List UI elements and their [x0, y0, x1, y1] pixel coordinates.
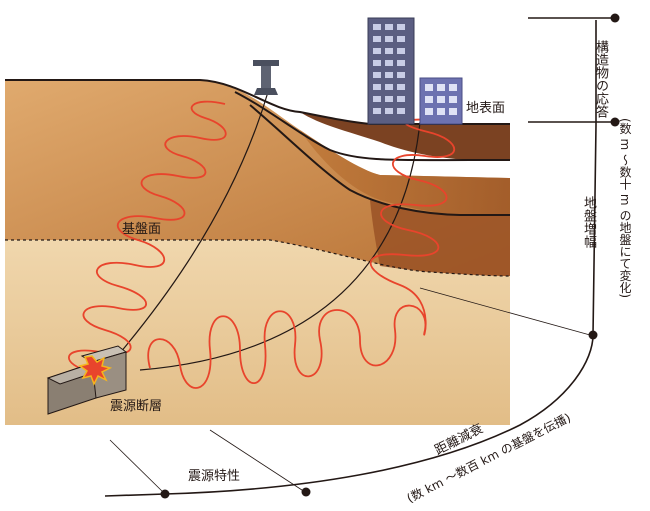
- node-dot: [301, 487, 311, 497]
- node-dot: [610, 13, 620, 23]
- middle-soil-layer: [300, 130, 510, 215]
- deep-soil-layer: [370, 200, 510, 276]
- building-icon: [367, 17, 415, 125]
- ray-path-building: [139, 121, 421, 371]
- node-dot: [610, 117, 620, 127]
- source-leader-2: [209, 429, 306, 493]
- ground-surface-label: 地表面: [466, 101, 506, 116]
- rupture-burst-icon: [78, 355, 113, 386]
- bedrock-leader: [419, 287, 591, 336]
- bedrock-layer: [5, 240, 510, 425]
- seismic-wave-right: [147, 118, 456, 389]
- structure-response-label: 構造物の応答: [593, 40, 608, 118]
- site-amplification-note: (数 m 〜数十 m の地盤にて変化): [618, 118, 632, 298]
- building-icon: [419, 77, 463, 125]
- ground-surface-line: [5, 79, 510, 125]
- source-characteristics-label: 震源特性: [188, 469, 241, 484]
- bedrock-surface-line: [5, 239, 511, 277]
- node-dot: [160, 489, 170, 499]
- bridge-pier-icon: [253, 60, 279, 95]
- source-fault-label: 震源断層: [110, 399, 163, 414]
- layer-boundary-1: [234, 91, 510, 162]
- node-dot: [588, 330, 598, 340]
- bedrock-surface-label: 基盤面: [122, 222, 162, 237]
- layer-boundary-2: [249, 104, 510, 216]
- seismic-wave-left: [68, 100, 227, 373]
- source-leader-1: [109, 439, 166, 495]
- site-amplification-label: 地盤増幅: [581, 196, 596, 248]
- process-arc: [104, 20, 597, 497]
